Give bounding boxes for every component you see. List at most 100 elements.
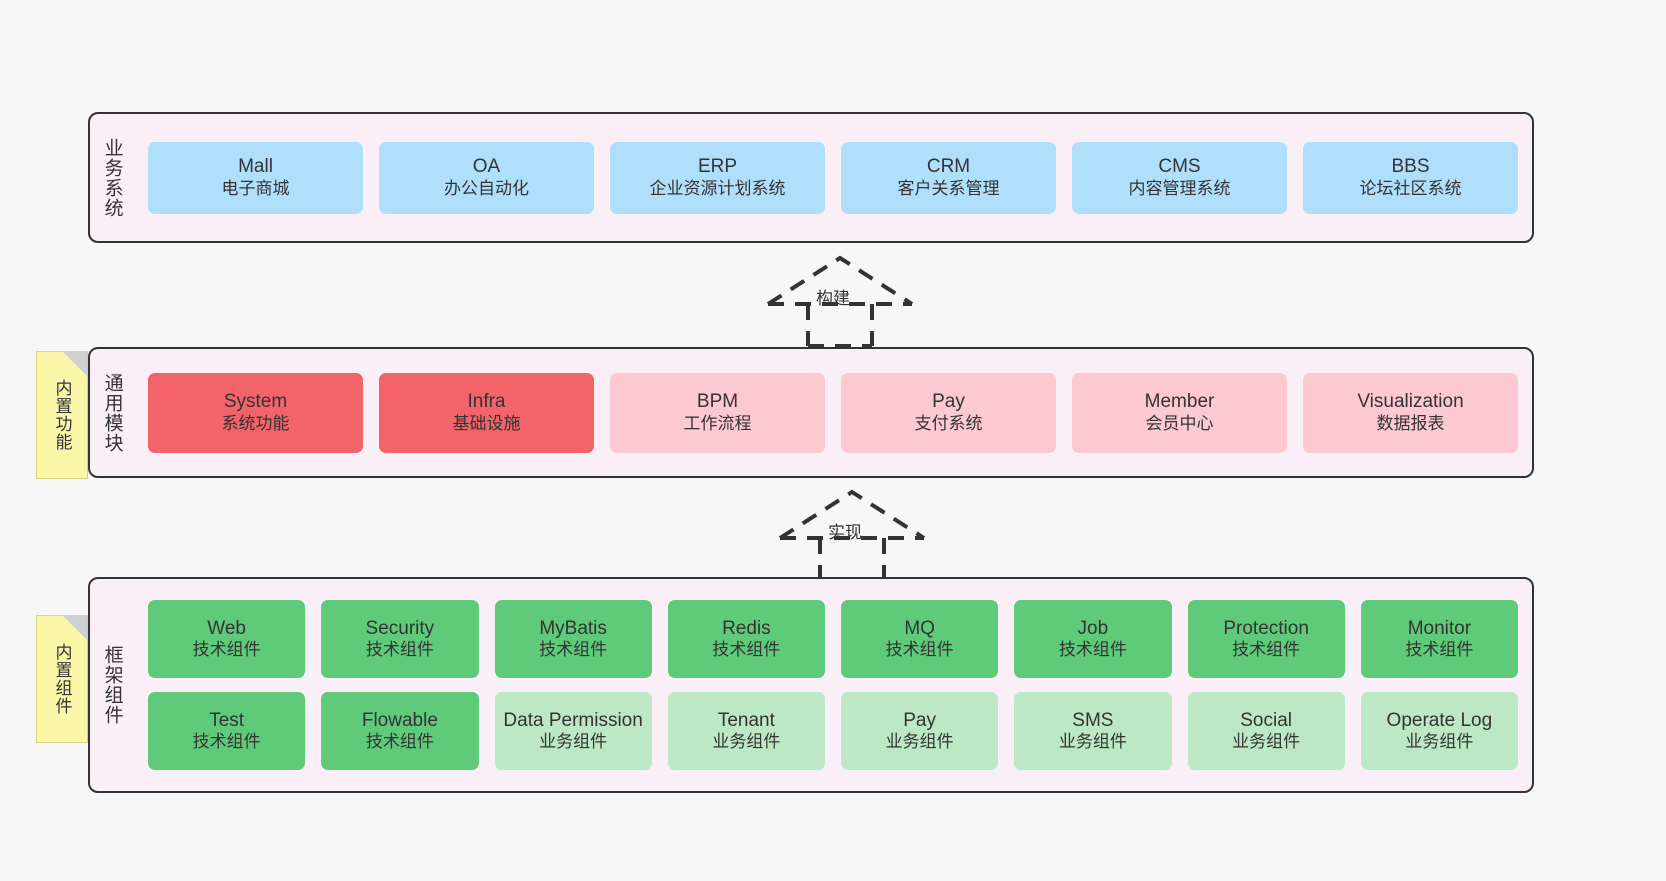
card-title-cn: 技术组件 <box>539 640 608 660</box>
note-builtin-function: 内置功能 <box>36 351 88 479</box>
card-mybatis[interactable]: MyBatis 技术组件 <box>494 600 652 678</box>
card-pay-component[interactable]: Pay 业务组件 <box>841 692 999 770</box>
card-title-cn: 业务组件 <box>1232 732 1301 752</box>
card-title-en: Web <box>207 617 246 639</box>
card-title-cn: 办公自动化 <box>444 178 529 198</box>
card-member[interactable]: Member 会员中心 <box>1072 372 1287 453</box>
framework-business-component-row: Test 技术组件 Flowable 技术组件 Data Permission … <box>148 692 1518 770</box>
card-title-cn: 业务组件 <box>1405 732 1474 752</box>
card-title-cn: 技术组件 <box>365 640 434 660</box>
layer-business-system: 业务系统 Mall 电子商城 OA 办公自动化 ERP 企业资源计划系统 CRM… <box>88 112 1534 243</box>
card-mall[interactable]: Mall 电子商城 <box>148 141 363 214</box>
card-title-cn: 电子商城 <box>221 178 290 198</box>
card-title-en: OA <box>472 156 501 178</box>
card-protection[interactable]: Protection 技术组件 <box>1187 600 1345 678</box>
layer-common-module: 通用模块 System 系统功能 Infra 基础设施 BPM 工作流程 Pay… <box>88 347 1534 478</box>
card-bbs[interactable]: BBS 论坛社区系统 <box>1303 141 1518 214</box>
connector-realize-label: 实现 <box>828 523 862 542</box>
card-title-cn: 业务组件 <box>539 732 608 752</box>
card-monitor[interactable]: Monitor 技术组件 <box>1360 600 1518 678</box>
card-visualization[interactable]: Visualization 数据报表 <box>1303 372 1518 453</box>
card-flowable[interactable]: Flowable 技术组件 <box>321 692 479 770</box>
note-fold-corner-icon <box>63 616 87 640</box>
card-title-en: Security <box>365 617 435 639</box>
card-tenant[interactable]: Tenant 业务组件 <box>667 692 825 770</box>
card-title-en: ERP <box>697 156 738 178</box>
card-test[interactable]: Test 技术组件 <box>148 692 306 770</box>
card-title-en: Mall <box>238 156 273 178</box>
layer-body-common-module: System 系统功能 Infra 基础设施 BPM 工作流程 Pay 支付系统… <box>134 349 1532 476</box>
card-title-en: Monitor <box>1407 617 1472 639</box>
card-title-en: MyBatis <box>539 617 607 639</box>
note-builtin-function-label: 内置功能 <box>52 379 72 451</box>
layer-body-framework-component: Web 技术组件 Security 技术组件 MyBatis 技术组件 Redi… <box>134 579 1532 791</box>
card-title-en: BBS <box>1391 156 1430 178</box>
card-title-en: Pay <box>903 709 936 731</box>
card-title-cn: 技术组件 <box>712 640 781 660</box>
card-title-cn: 基础设施 <box>452 413 521 433</box>
card-oa[interactable]: OA 办公自动化 <box>379 141 594 214</box>
card-erp[interactable]: ERP 企业资源计划系统 <box>610 141 825 214</box>
card-cms[interactable]: CMS 内容管理系统 <box>1072 141 1287 214</box>
card-title-cn: 业务组件 <box>885 732 954 752</box>
card-title-cn: 会员中心 <box>1145 413 1214 433</box>
card-title-en: Operate Log <box>1386 709 1493 731</box>
layer-body-business-system: Mall 电子商城 OA 办公自动化 ERP 企业资源计划系统 CRM 客户关系… <box>134 114 1532 241</box>
card-web[interactable]: Web 技术组件 <box>148 600 306 678</box>
business-system-card-row: Mall 电子商城 OA 办公自动化 ERP 企业资源计划系统 CRM 客户关系… <box>148 141 1518 214</box>
card-title-en: Visualization <box>1357 391 1464 413</box>
card-sms[interactable]: SMS 业务组件 <box>1014 692 1172 770</box>
card-infra[interactable]: Infra 基础设施 <box>379 372 594 453</box>
card-title-en: System <box>223 391 288 413</box>
card-title-en: BPM <box>696 391 739 413</box>
card-bpm[interactable]: BPM 工作流程 <box>610 372 825 453</box>
card-title-en: Redis <box>722 617 771 639</box>
card-crm[interactable]: CRM 客户关系管理 <box>841 141 1056 214</box>
connector-build: 构建 <box>760 252 920 348</box>
card-title-cn: 工作流程 <box>683 413 752 433</box>
card-title-en: Infra <box>467 391 506 413</box>
card-title-cn: 业务组件 <box>1058 732 1127 752</box>
card-title-en: Test <box>209 709 245 731</box>
card-title-cn: 技术组件 <box>1058 640 1127 660</box>
card-title-cn: 数据报表 <box>1376 413 1445 433</box>
layer-title-common-module: 通用模块 <box>101 372 123 453</box>
card-title-cn: 业务组件 <box>712 732 781 752</box>
layer-framework-component: 框架组件 Web 技术组件 Security 技术组件 MyBatis 技术组件… <box>88 577 1534 793</box>
card-social[interactable]: Social 业务组件 <box>1187 692 1345 770</box>
card-title-cn: 企业资源计划系统 <box>649 178 786 198</box>
card-title-en: MQ <box>904 617 935 639</box>
card-title-en: Data Permission <box>503 709 643 731</box>
card-title-en: Social <box>1240 709 1292 731</box>
card-title-en: Job <box>1077 617 1109 639</box>
layer-title-framework-component: 框架组件 <box>101 645 123 725</box>
card-pay-module[interactable]: Pay 支付系统 <box>841 372 1056 453</box>
card-title-cn: 支付系统 <box>914 413 983 433</box>
card-title-en: SMS <box>1072 709 1114 731</box>
card-title-en: Flowable <box>361 709 438 731</box>
card-mq[interactable]: MQ 技术组件 <box>841 600 999 678</box>
note-builtin-component: 内置组件 <box>36 615 88 743</box>
card-title-cn: 技术组件 <box>365 732 434 752</box>
note-builtin-component-label: 内置组件 <box>52 643 72 715</box>
note-fold-corner-icon <box>63 352 87 376</box>
card-title-cn: 系统功能 <box>221 413 290 433</box>
card-title-cn: 技术组件 <box>885 640 954 660</box>
card-title-cn: 技术组件 <box>1232 640 1301 660</box>
card-title-cn: 内容管理系统 <box>1128 178 1231 198</box>
card-title-cn: 技术组件 <box>1405 640 1474 660</box>
card-security[interactable]: Security 技术组件 <box>321 600 479 678</box>
card-title-en: CRM <box>926 156 971 178</box>
card-operate-log[interactable]: Operate Log 业务组件 <box>1360 692 1518 770</box>
connector-realize: 实现 <box>772 486 932 582</box>
connector-build-label: 构建 <box>816 289 850 308</box>
card-title-en: Pay <box>932 391 965 413</box>
card-title-en: Protection <box>1223 617 1309 639</box>
layer-title-business-system: 业务系统 <box>101 137 123 218</box>
card-redis[interactable]: Redis 技术组件 <box>667 600 825 678</box>
card-data-permission[interactable]: Data Permission 业务组件 <box>494 692 652 770</box>
card-job[interactable]: Job 技术组件 <box>1014 600 1172 678</box>
card-system[interactable]: System 系统功能 <box>148 372 363 453</box>
card-title-cn: 技术组件 <box>192 732 261 752</box>
